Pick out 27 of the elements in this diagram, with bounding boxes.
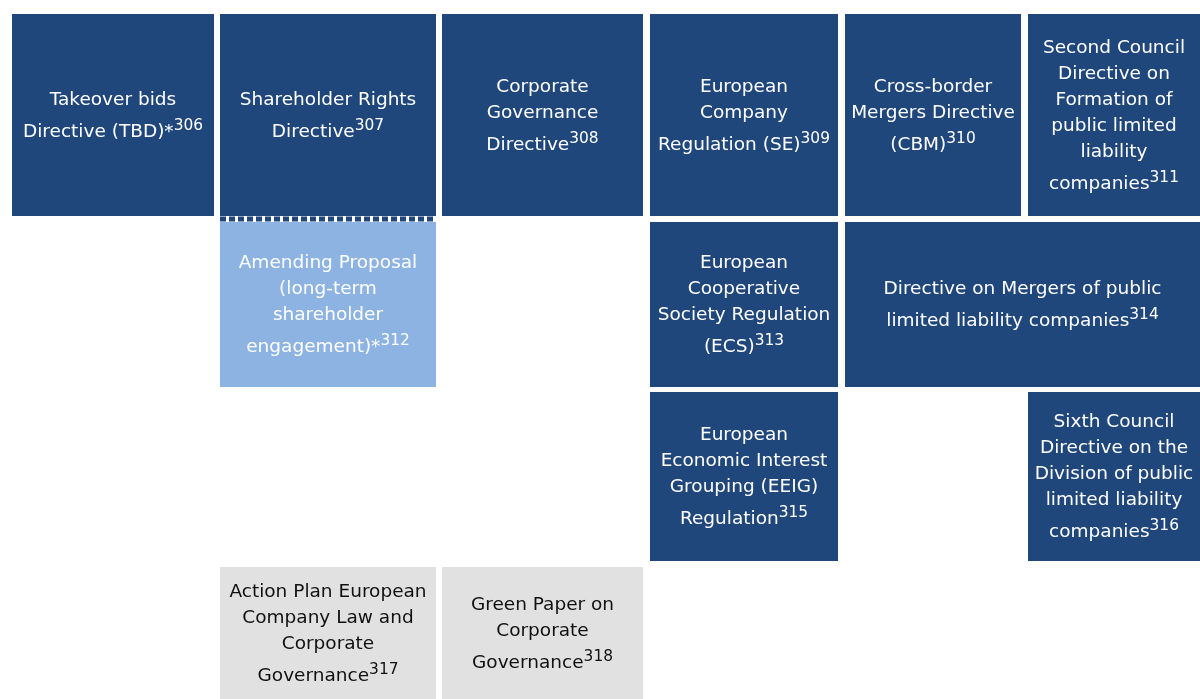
- box-text: European Cooperative Society Regulation (ECS)$^{313}$: [656, 250, 832, 359]
- box-text: Directive on Mergers of public limited liability companies$^{314}$: [882, 276, 1163, 333]
- directive-box: [442, 14, 643, 216]
- box-text: Action Plan European Company Law and Corporate Governance$^{317}$: [228, 578, 428, 688]
- box-text: Sixth Council Directive on the Division of public limited liability companies$^{316}$: [1034, 409, 1194, 544]
- policy-box: [442, 567, 643, 699]
- box-text: Takeover bids Directive (TBD)*$^{306}$: [21, 86, 205, 144]
- directive-box: [220, 14, 436, 216]
- dashed-connector: [220, 216, 436, 222]
- directive-box: [650, 222, 838, 387]
- directive-box: [1028, 14, 1200, 216]
- directive-box: [650, 392, 838, 561]
- directive-box: [845, 222, 1200, 387]
- box-text: Amending Proposal (long-term shareholder engagement)*$^{312}$: [237, 250, 419, 359]
- box-text: European Economic Interest Grouping (EEIG) Regulation$^{315}$: [659, 422, 829, 531]
- box-text: Cross-border Mergers Directive (CBM)$^{310}$: [851, 73, 1015, 157]
- directive-box: [1028, 392, 1200, 561]
- box-text: Corporate Governance Directive$^{308}$: [485, 73, 600, 157]
- directive-box: [845, 14, 1021, 216]
- directive-box: [650, 14, 838, 216]
- proposal-box: [220, 222, 436, 387]
- box-text: Green Paper on Corporate Governance$^{318}$: [469, 591, 616, 675]
- policy-box: [220, 567, 436, 699]
- box-text: European Company Regulation (SE)$^{309}$: [657, 73, 831, 157]
- box-text: Shareholder Rights Directive$^{307}$: [238, 86, 418, 144]
- box-text: Second Council Directive on Formation of public limited liability companies$^{311}$: [1041, 34, 1187, 196]
- directive-box: [12, 14, 214, 216]
